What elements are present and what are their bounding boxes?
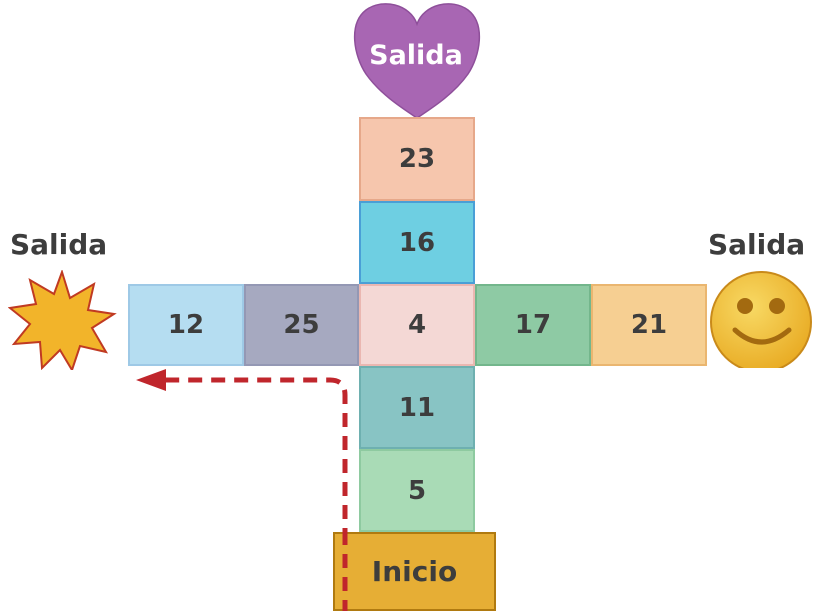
cell-5: 5 — [359, 449, 475, 532]
start-block: Inicio — [333, 532, 496, 611]
cell-12: 12 — [128, 284, 244, 366]
cell-17: 17 — [475, 284, 591, 366]
smiley-face-icon — [710, 271, 812, 368]
top-exit-label: Salida — [369, 40, 463, 71]
cell-21: 21 — [591, 284, 707, 366]
right-exit-label: Salida — [708, 228, 806, 261]
dashed-path-start-segment — [342, 531, 348, 611]
left-exit-label: Salida — [10, 228, 108, 261]
cell-25: 25 — [244, 284, 359, 366]
start-label: Inicio — [371, 555, 458, 588]
cell-4: 4 — [359, 284, 475, 366]
cell-16: 16 — [359, 201, 475, 284]
cell-11: 11 — [359, 366, 475, 449]
sun-star-icon — [8, 270, 117, 370]
cell-23: 23 — [359, 117, 475, 201]
